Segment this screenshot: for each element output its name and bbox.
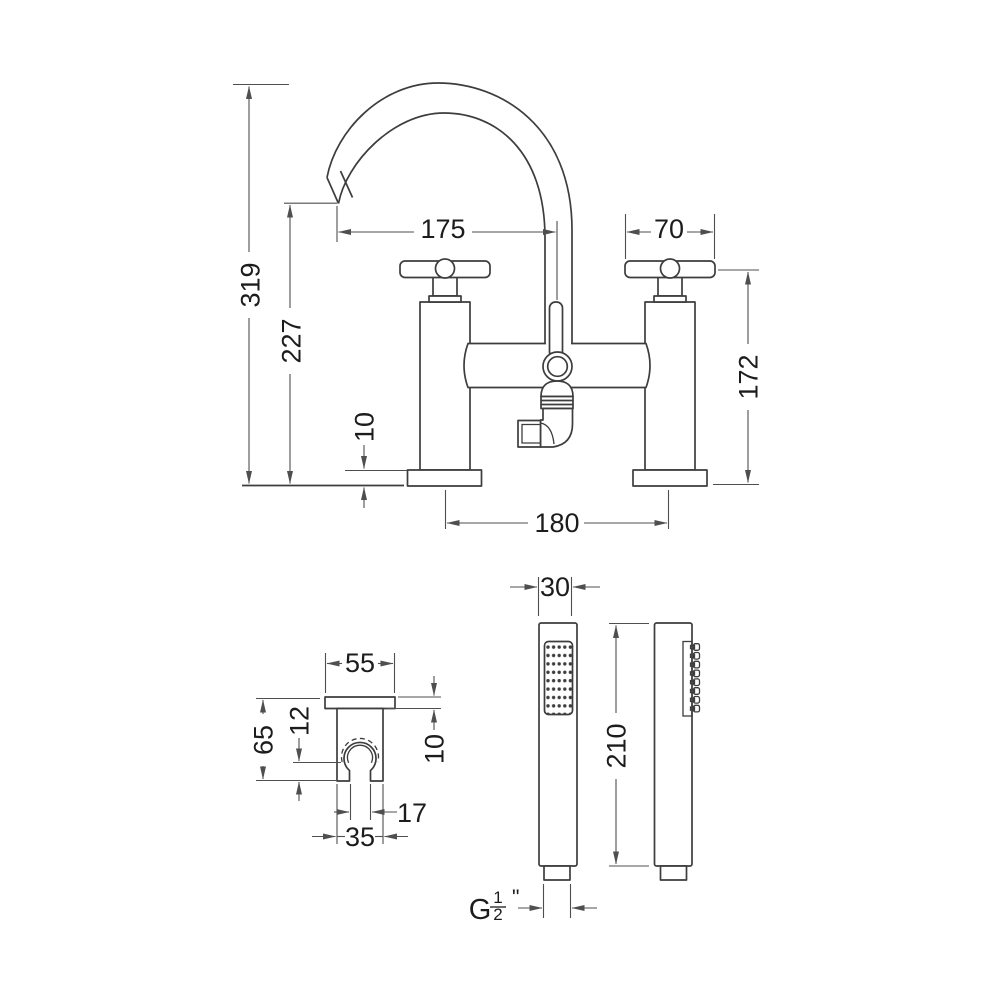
dim-label-35: 35 [345, 822, 375, 852]
dim-label-30: 30 [540, 572, 570, 602]
dim-label-12: 12 [285, 706, 315, 736]
handset-side-view [653, 622, 701, 881]
left-base-flange [406, 469, 483, 487]
left-handle-collar [428, 295, 462, 303]
dim-label-10-base: 10 [350, 412, 380, 442]
bracket-hidden-arc [340, 737, 380, 763]
spray-nozzle-dots [544, 641, 573, 715]
handset-body-side [653, 622, 693, 867]
bracket-hook-inner-arc [346, 744, 374, 764]
bracket-body [336, 707, 384, 782]
left-leg [419, 301, 471, 471]
handset-front-view: 30 210 [510, 572, 649, 881]
dim-handset-width-30: 30 [510, 572, 600, 616]
dim-overall-height-319: 319 [233, 83, 289, 484]
right-handle-stem [657, 276, 683, 297]
dim-label-175: 175 [420, 214, 465, 244]
spout-tip-face [326, 177, 340, 204]
bracket-wall-plate [324, 696, 396, 710]
dim-plate-width-55: 55 [324, 648, 396, 693]
dim-spout-height-227: 227 [277, 202, 337, 484]
dim-label-180: 180 [534, 508, 579, 538]
dim-hook-offset-12: 12 [285, 706, 341, 801]
hose-elbow [539, 407, 574, 448]
dim-label-227: 227 [277, 318, 307, 363]
dim-label-17: 17 [397, 798, 427, 828]
hose-nut-front [543, 865, 571, 881]
spout-inner-edge [337, 112, 546, 344]
dim-opening-width-17: 17 [334, 784, 427, 828]
dim-body-height-172: 172 [713, 269, 764, 486]
dim-label-172: 172 [734, 354, 764, 399]
dim-label-65: 65 [249, 725, 279, 755]
dim-handset-length-210: 210 [602, 622, 649, 867]
hose-connector [517, 419, 542, 448]
outlet-dome [540, 380, 574, 398]
dim-spout-reach-175: 175 [336, 206, 558, 300]
spout-outer-edge [326, 82, 573, 344]
dim-plate-thickness-10: 10 [386, 676, 450, 764]
dim-body-width-35: 35 [312, 784, 408, 852]
outlet-band [540, 395, 574, 410]
thread-fraction-denominator: 2 [493, 905, 502, 924]
thread-dimension: G 1 2 " [469, 884, 597, 926]
left-handle-hub [434, 258, 456, 279]
right-handle-collar [653, 295, 687, 303]
right-leg [644, 301, 696, 471]
dim-label-70: 70 [654, 214, 684, 244]
dim-label-55: 55 [345, 648, 375, 678]
dim-base-plate-10: 10 [345, 412, 407, 508]
spray-plate-side [682, 640, 693, 717]
hose-elbow-inner-curve [540, 422, 555, 445]
thread-letter: G [469, 894, 492, 926]
right-base-flange [632, 469, 708, 487]
dim-label-10-plate: 10 [420, 734, 450, 764]
left-handle-stem [432, 276, 458, 297]
mixer-front-view: 319 227 175 70 [233, 82, 764, 538]
dim-handle-width-70: 70 [624, 214, 716, 259]
thread-fraction-numerator: 1 [493, 888, 502, 907]
hose-nut-side [659, 865, 688, 881]
wall-bracket-view: 55 10 65 12 [249, 648, 450, 852]
diverter-ring-inner [546, 355, 569, 378]
thread-inch-mark: " [512, 886, 519, 909]
diverter-lever [548, 301, 564, 359]
dim-label-210: 210 [602, 723, 632, 768]
right-handle-hub [659, 258, 681, 279]
dim-label-319: 319 [236, 262, 266, 307]
spout-aerator-band [339, 170, 354, 198]
dim-bracket-height-65: 65 [249, 697, 337, 782]
hose-connector-inner [521, 423, 541, 444]
dim-tap-centres-180: 180 [444, 490, 670, 538]
